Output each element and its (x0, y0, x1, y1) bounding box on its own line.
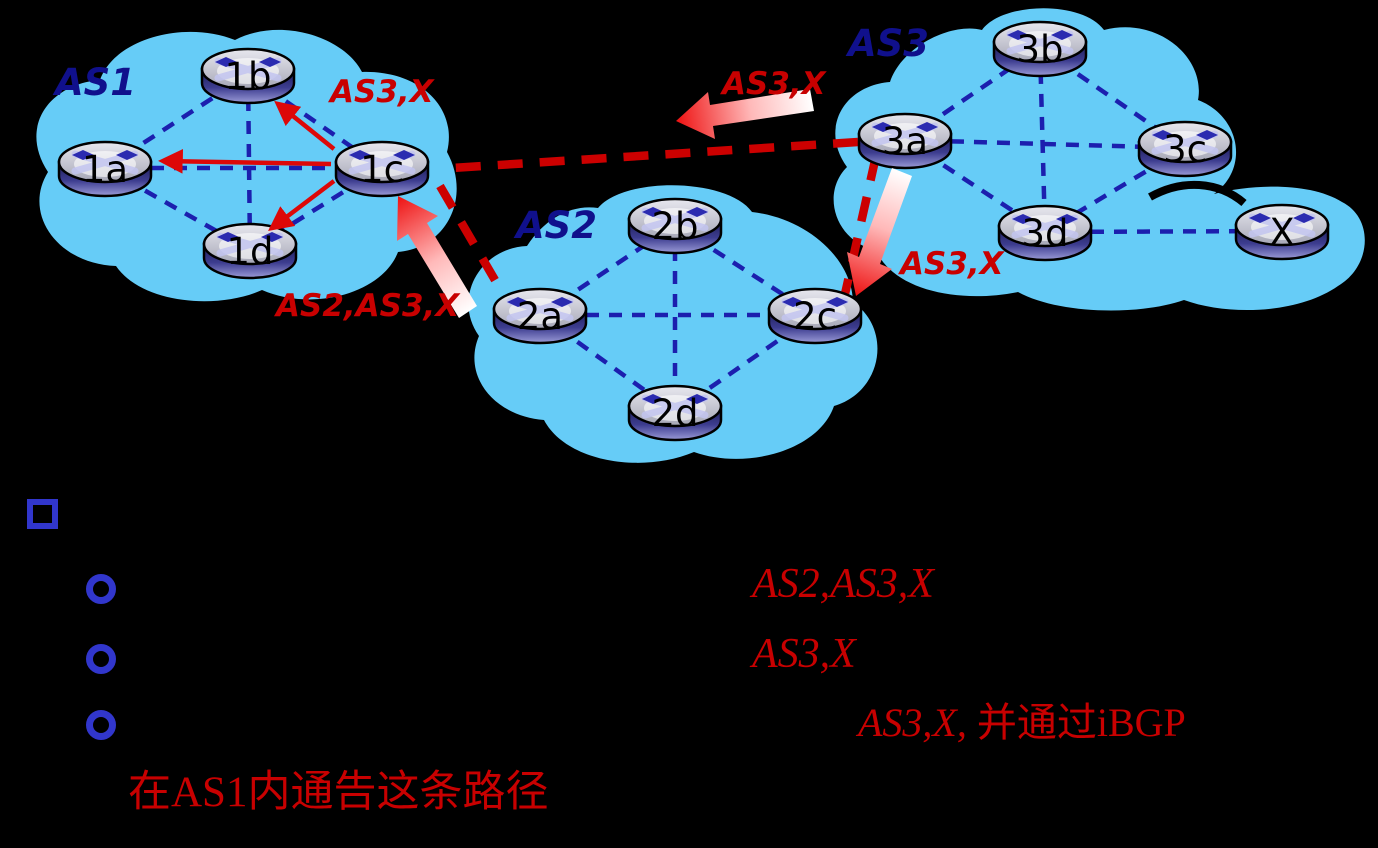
route-label-near-1c: AS2,AS3,X (273, 288, 461, 324)
router-2a: 2a (494, 289, 586, 343)
router-2d: 2d (629, 386, 721, 440)
router-label: 2c (793, 295, 837, 338)
as3-cloud-crease (1148, 180, 1247, 207)
bullet-circle-3 (86, 710, 116, 740)
as1-cloud (36, 29, 457, 302)
router-3a: 3a (859, 114, 951, 168)
advert-arrow-2a-to-1c (397, 196, 477, 318)
link-3d-x (1044, 228, 1283, 235)
router-x: X (1236, 205, 1328, 259)
route-label-near-1b: AS3,X (327, 74, 436, 110)
bullet-circle-1 (86, 574, 116, 604)
bullet-circle-2 (86, 644, 116, 674)
router-label: 1b (224, 55, 271, 98)
route-label-top-center: AS3,X (719, 66, 828, 102)
ibgp-advert-arrows (158, 100, 336, 231)
router-label: 2b (651, 205, 698, 248)
router-2c: 2c (769, 289, 861, 343)
router-1a: 1a (59, 142, 151, 196)
router-1c: 1c (336, 142, 428, 196)
note-path-as3-x: AS3,X (752, 631, 856, 677)
router-label: 2d (651, 392, 698, 435)
as2-label: AS2 (513, 204, 597, 247)
note-path-italic-part: AS3,X, (858, 700, 967, 745)
arrow-1c-to-1a (158, 148, 332, 174)
router-label: 3a (882, 120, 928, 163)
note-path-as2-as3-x: AS2,AS3,X (752, 561, 934, 607)
ebgp-path-1c-2a (436, 183, 506, 295)
as3-label: AS3 (845, 22, 929, 65)
router-label: 2a (517, 295, 563, 338)
router-3d: 3d (999, 206, 1091, 260)
as3-cloud (833, 8, 1365, 311)
note-advertise-in-as1: 在AS1内通告这条路径 (128, 769, 549, 816)
ebgp-path-3a-1c (451, 137, 859, 173)
router-label: 1c (360, 148, 404, 191)
bullet-square (27, 499, 58, 529)
router-label: 3c (1163, 128, 1207, 171)
router-label: 3b (1016, 28, 1063, 71)
note-path-as3-x-ibgp: AS3,X, 并通过iBGP (858, 690, 1186, 748)
router-label: 3d (1021, 212, 1068, 255)
as1-label: AS1 (52, 61, 136, 104)
router-1b: 1b (202, 49, 294, 103)
arrow-1c-to-1b (274, 100, 336, 151)
router-label: X (1269, 211, 1294, 254)
advert-arrow-3a-to-1c (676, 89, 814, 139)
arrow-1c-to-1d (268, 179, 336, 231)
router-1d: 1d (204, 224, 296, 278)
router-label: 1d (226, 230, 273, 273)
advert-arrow-3a-to-2c (847, 168, 912, 296)
route-label-near-2c: AS3,X (897, 246, 1006, 282)
ebgp-dashed-paths (436, 137, 881, 295)
note-ibgp-part: 并通过iBGP (966, 700, 1186, 745)
router-3b: 3b (994, 22, 1086, 76)
router-2b: 2b (629, 199, 721, 253)
router-3c: 3c (1139, 122, 1231, 176)
link-3b-3d (1037, 47, 1048, 233)
ebgp-path-3a-2c (840, 155, 881, 295)
router-label: 1a (82, 148, 128, 191)
